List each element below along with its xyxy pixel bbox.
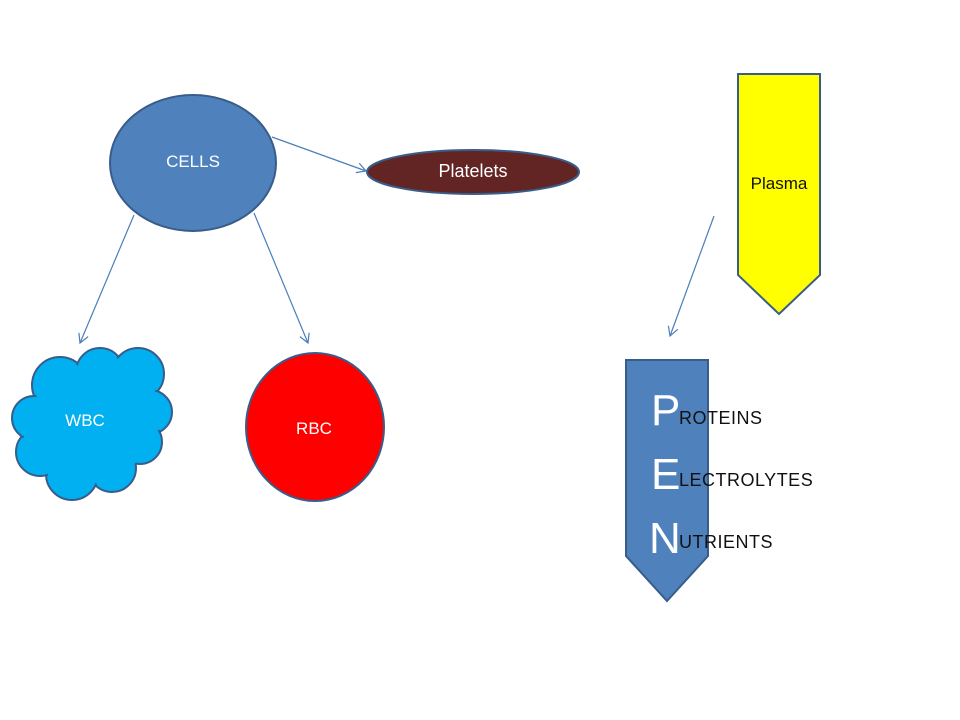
pen-word-proteins: ROTEINS (679, 408, 763, 428)
wbc-label: WBC (65, 411, 105, 430)
pen-word-electrolytes: LECTROLYTES (679, 470, 814, 490)
arrow-cells-to-wbc (78, 214, 135, 345)
wbc-cloud-fill (14, 350, 170, 498)
pen-letter-p: P (651, 386, 681, 435)
rbc-label: RBC (296, 419, 332, 438)
platelets-node (366, 149, 580, 195)
arrow-cells-to-rbc (253, 212, 310, 345)
pen-letter-e: E (651, 450, 681, 499)
platelets-label: Platelets (438, 161, 508, 181)
rbc-node (245, 352, 385, 502)
cells-label: CELLS (166, 152, 220, 171)
arrow-plasma-to-pen (667, 215, 715, 338)
pen-arrow-node (625, 359, 709, 603)
pen-letter-n: N (649, 514, 681, 563)
cells-node (109, 94, 277, 232)
pen-word-nutrients: UTRIENTS (679, 532, 773, 552)
plasma-arrow-node (737, 73, 821, 316)
arrow-cells-to-platelets (271, 136, 368, 174)
plasma-label: Plasma (750, 174, 808, 193)
